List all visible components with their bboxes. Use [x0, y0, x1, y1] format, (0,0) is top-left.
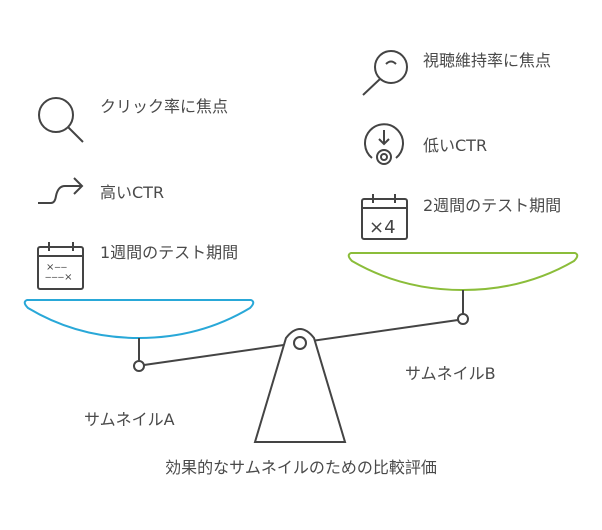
- magnifier-retention-icon: [362, 50, 408, 96]
- right-item-3-text: 2週間のテスト期間: [423, 196, 562, 215]
- left-pan: [23, 299, 255, 340]
- thumbnail-a-label: サムネイルA: [84, 410, 175, 429]
- right-pan: [347, 252, 579, 292]
- rising-arrow-icon: [38, 177, 84, 204]
- left-item-1-text: クリック率に焦点: [100, 97, 229, 116]
- right-item-2-text: 低いCTR: [423, 136, 488, 155]
- magnifier-icon: [38, 97, 84, 143]
- low-target-icon: [364, 123, 404, 165]
- thumbnail-b-label: サムネイルB: [405, 364, 496, 383]
- svg-text:‒‒‒×: ‒‒‒×: [45, 272, 72, 283]
- fulcrum: [253, 328, 347, 443]
- svg-text:×4: ×4: [369, 217, 396, 238]
- calendar-icon: ×‒‒ ‒‒‒×: [37, 242, 84, 290]
- left-item-2-text: 高いCTR: [100, 183, 165, 202]
- left-item-3-text: 1週間のテスト期間: [100, 243, 239, 262]
- right-item-1-text: 視聴維持率に焦点: [423, 51, 552, 70]
- svg-text:×‒‒: ×‒‒: [46, 262, 67, 273]
- diagram-title: 効果的なサムネイルのための比較評価: [165, 458, 437, 477]
- calendar-x4-icon: ×4: [361, 194, 408, 240]
